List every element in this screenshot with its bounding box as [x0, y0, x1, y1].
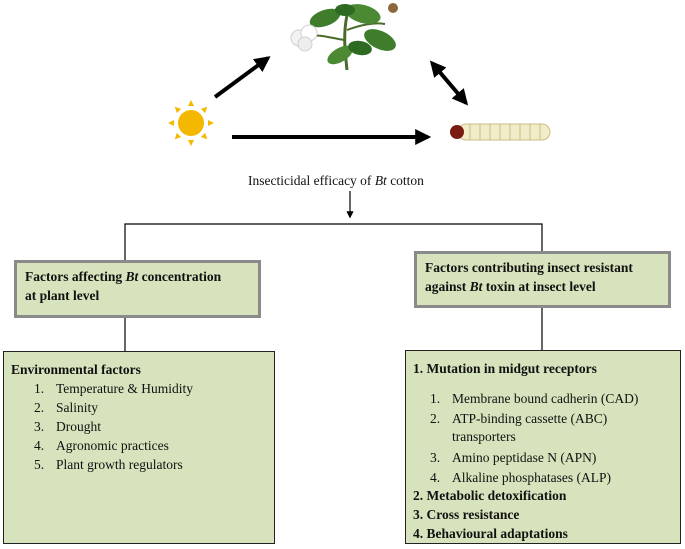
sun-to-plant-arrow	[213, 56, 271, 99]
list-item: 1.Temperature & Humidity	[34, 381, 194, 396]
insect-level-factors-header: Factors contributing insect resistant ag…	[414, 251, 671, 308]
list-item: 1.Membrane bound cadherin (CAD)	[430, 391, 639, 406]
list-item: 4.Agronomic practices	[34, 438, 169, 453]
list-item: 4.Alkaline phosphatases (ALP)	[430, 470, 611, 485]
list-item: 3.Amino peptidase N (APN)	[430, 450, 597, 465]
cotton-plant-icon	[290, 3, 398, 71]
efficacy-label: Insecticidal efficacy of Bt cotton	[248, 173, 424, 188]
list-item: 3.Drought	[34, 419, 101, 434]
list-item: transporters	[452, 429, 516, 444]
list-item: 5.Plant growth regulators	[34, 457, 183, 472]
sun-icon	[168, 100, 214, 146]
plant-level-factors-header: Factors affecting Bt concentration at pl…	[14, 260, 261, 318]
cross-resistance-heading: 3. Cross resistance	[413, 507, 520, 522]
branch-connector	[124, 223, 543, 262]
plant-larva-double-arrow	[429, 60, 469, 106]
environmental-factors-title: Environmental factors	[11, 362, 141, 377]
midgut-receptors-heading: 1. Mutation in midgut receptors	[413, 361, 597, 376]
larva-icon	[450, 123, 551, 141]
list-item: 2.ATP-binding cassette (ABC)	[430, 411, 608, 426]
environmental-factors-box: Environmental factors 1.Temperature & Hu…	[3, 351, 275, 544]
insect-resistance-box: 1. Mutation in midgut receptors 1.Membra…	[405, 350, 681, 544]
behavioural-adaptations-heading: 4. Behavioural adaptations	[413, 526, 568, 541]
metabolic-detox-heading: 2. Metabolic detoxification	[413, 488, 567, 503]
list-item: 2.Salinity	[34, 400, 99, 415]
